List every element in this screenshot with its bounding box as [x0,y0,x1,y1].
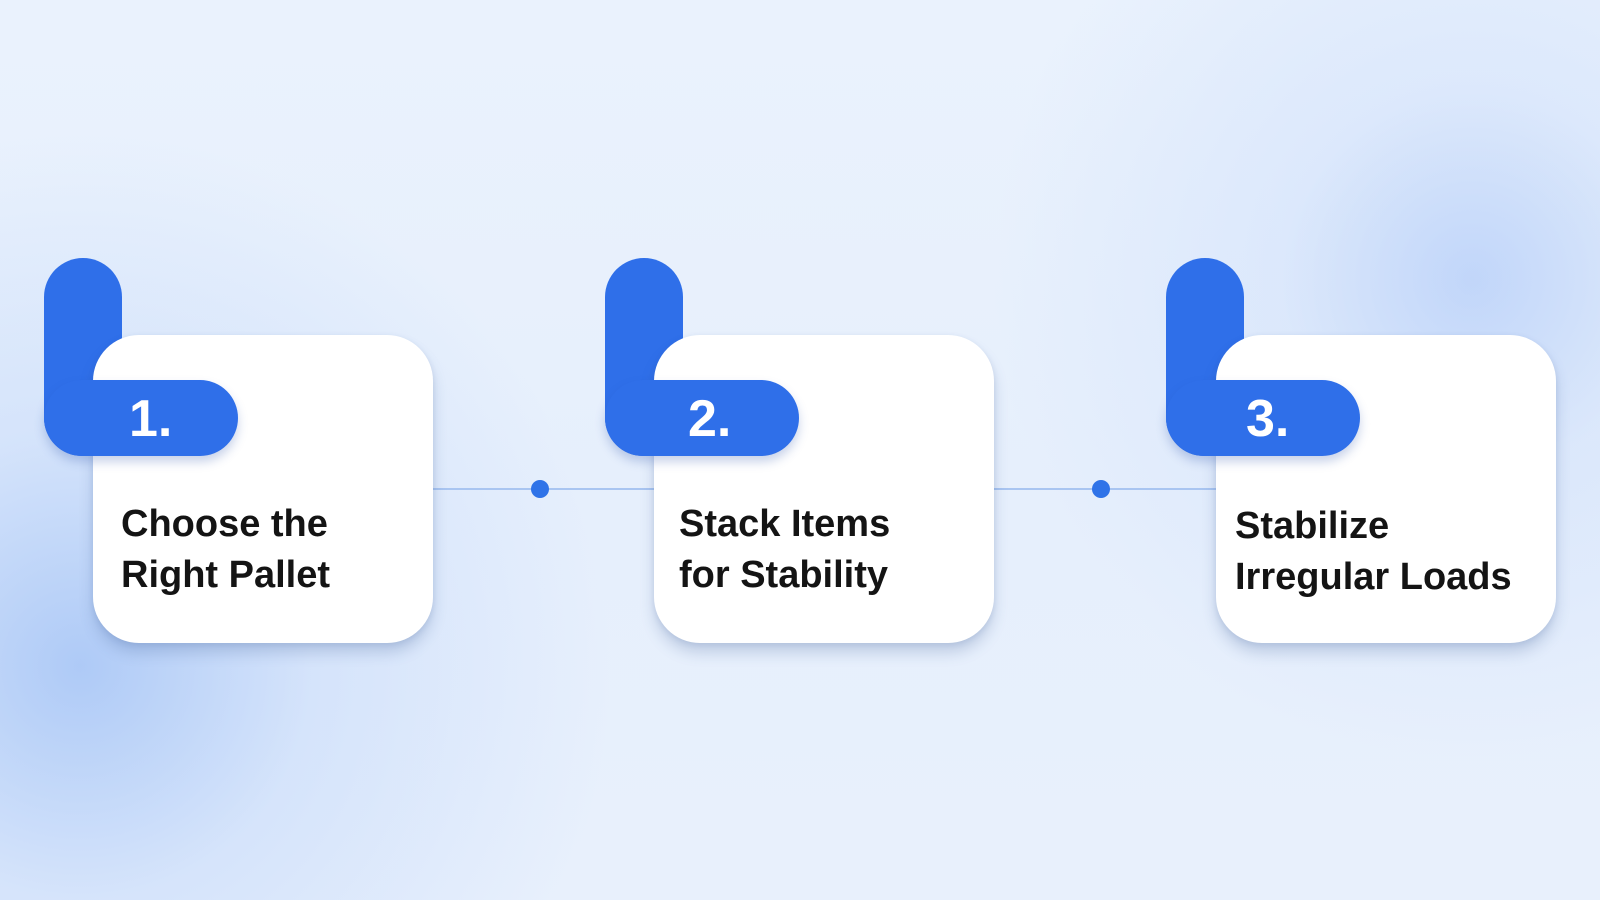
step-number-badge [44,380,238,456]
step-title: Stabilize Irregular Loads [1235,505,1512,598]
connector-dot [531,480,549,498]
step-title: Choose the Right Pallet [121,503,331,596]
connector-dot [1092,480,1110,498]
step-number-badge [1166,380,1360,456]
step-number-badge [605,380,799,456]
step-number: 1. [129,390,173,448]
step-number: 2. [688,390,732,448]
step-number: 3. [1246,390,1290,448]
step-title: Stack Items for Stability [679,503,891,596]
